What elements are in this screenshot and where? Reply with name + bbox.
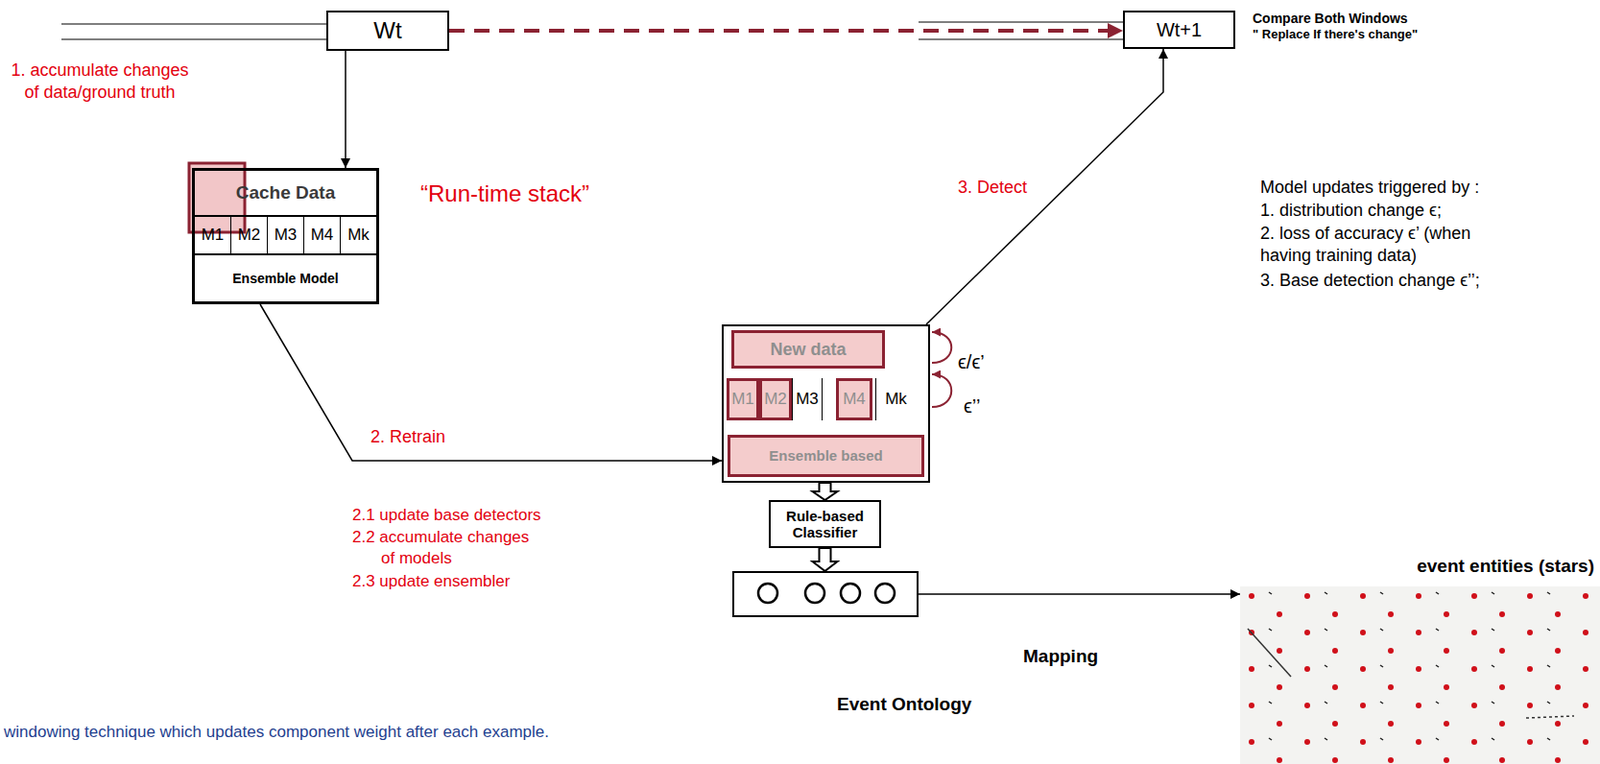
node-text: Ensemble Model <box>232 255 338 302</box>
flow-arrow <box>918 593 1241 596</box>
window-box: Wt <box>326 10 450 51</box>
ontology-box: Event Ontology <box>732 571 919 618</box>
node-text: M2 <box>238 225 262 245</box>
ensemble-stack: Ensemble based New dataM1 M2 M3 M4 Mk <box>721 324 931 483</box>
input-wire <box>61 23 327 24</box>
step-note: 2.3 update ensembler <box>352 571 510 593</box>
node-text: Rule-based Classifier <box>775 507 875 542</box>
node-text: M4 <box>310 225 335 245</box>
model-cell: M1 <box>194 216 232 256</box>
flow-arrow <box>344 50 347 168</box>
ontology-circle <box>875 583 895 603</box>
model-cell: M4 <box>304 216 341 256</box>
node-text: M3 <box>795 389 819 409</box>
update-loop <box>931 332 952 363</box>
input-wire <box>918 21 1123 23</box>
edge-label: Mapping <box>1020 644 1101 669</box>
node-text: Cache Data <box>236 182 336 204</box>
footnote: windowing technique which updates compon… <box>3 721 550 743</box>
step-note: 2.1 update base detectors <box>352 504 542 526</box>
node-text: Wt <box>373 17 402 45</box>
flow-arrow <box>260 304 722 461</box>
edge-label: 3. Detect <box>955 176 1030 199</box>
model-cell: M1 <box>726 378 760 421</box>
ontology-circle <box>840 583 860 603</box>
node-text: M1 <box>201 225 225 245</box>
window-note: " Replace If there's change" <box>1252 26 1418 44</box>
model-cell: M3 <box>791 378 823 421</box>
node-text: event entities (stars) <box>1416 555 1595 577</box>
star-image: event entities (stars) <box>1240 586 1600 764</box>
window-note: Compare Both Windows <box>1252 9 1409 27</box>
trigger-note: Model updates triggered by : <box>1260 176 1480 199</box>
ontology-circle <box>805 583 825 603</box>
star-field-dots <box>1240 586 1600 764</box>
node-text: M2 <box>764 389 788 409</box>
threshold-symbol: ϵ/ϵ’ <box>957 349 985 375</box>
trigger-note: 3. Base detection change ϵ’’; <box>1260 269 1481 292</box>
node-text: New data <box>769 339 846 360</box>
model-cell: Mk <box>340 216 377 256</box>
star-track <box>1247 628 1291 677</box>
cache-cell: Cache Data <box>194 170 377 217</box>
node-text: Ensemble based <box>727 434 925 478</box>
input-wire <box>61 38 327 40</box>
star-track <box>1526 716 1575 718</box>
window-box: Wt+1 <box>1122 10 1236 49</box>
trigger-note: 1. distribution change ϵ; <box>1260 199 1442 222</box>
node-text: M1 <box>731 389 755 409</box>
ontology-circle <box>758 583 778 603</box>
update-loop <box>931 374 952 407</box>
node-text: M4 <box>842 389 866 409</box>
node-text: Mk <box>347 225 370 245</box>
block-arrow <box>812 548 838 572</box>
model-cell: M2 <box>231 216 268 256</box>
flow-arrow <box>926 48 1164 325</box>
model-cell: M3 <box>267 216 305 256</box>
ensemble-stack: Ensemble Model Cache DataM1 M2 M3 M4 Mk <box>191 167 380 305</box>
model-cell: M4 <box>835 378 873 421</box>
process-box: Rule-based Classifier <box>768 500 882 549</box>
stack-title: “Run-time stack” <box>420 178 590 209</box>
input-wire <box>918 38 1123 40</box>
node-text: Mk <box>884 389 908 409</box>
new-data-cell: New data <box>731 330 885 369</box>
window-shift-arrow <box>449 28 1123 33</box>
edge-label: 2. Retrain <box>367 426 449 449</box>
model-cell: M2 <box>759 378 792 421</box>
step-note: 2.2 accumulate changes of models <box>352 526 540 570</box>
node-text: M3 <box>274 225 298 245</box>
star-field <box>1240 586 1600 764</box>
node-text: Event Ontology <box>836 693 972 716</box>
block-arrow <box>812 482 838 501</box>
threshold-symbol: ϵ’’ <box>963 393 980 419</box>
node-text: Wt+1 <box>1156 19 1202 42</box>
step-note: 1. accumulate changes of data/ground tru… <box>3 59 196 105</box>
model-cell: Mk <box>875 378 916 421</box>
trigger-note: 2. loss of accuracy ϵ’ (when having trai… <box>1260 222 1501 268</box>
